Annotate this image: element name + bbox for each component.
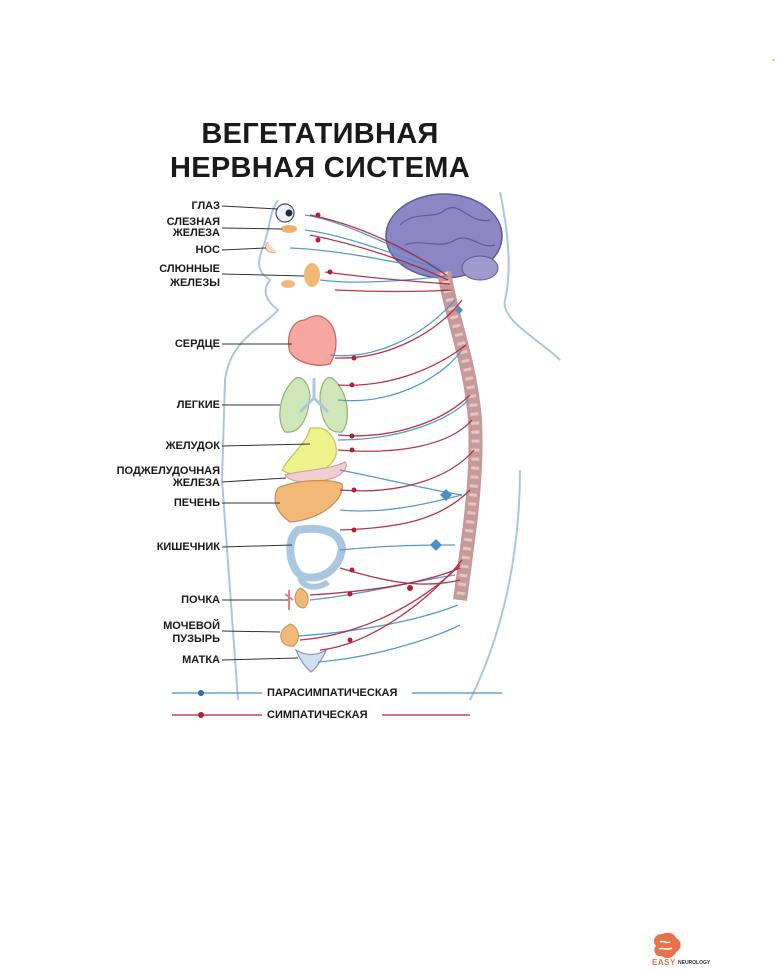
bladder-organ (280, 623, 299, 647)
label-nose: НОС (195, 244, 220, 256)
legend-parasympathetic-line (172, 690, 502, 696)
logo-text-neurology: NEUROLOGY (678, 960, 711, 966)
label-intestine: КИШЕЧНИК (156, 541, 220, 553)
label-uterus: МАТКА (182, 654, 220, 666)
label-salivary-1: СЛЮННЫЕ (159, 263, 220, 275)
label-leaders (221, 205, 311, 661)
label-heart: СЕРДЦЕ (174, 338, 220, 350)
ganglion-nodes (430, 306, 463, 551)
heart-organ (287, 315, 337, 366)
label-bladder-1: МОЧЕВОЙ (163, 620, 220, 632)
lungs-organ (279, 377, 349, 433)
logo-text-easy: EASY (652, 958, 676, 967)
body-outline (220, 191, 561, 701)
easy-neurology-logo-icon (654, 932, 681, 959)
label-pancreas-1: ПОДЖЕЛУДОЧНАЯ (116, 465, 220, 477)
lacrimal-organ (281, 225, 297, 233)
label-lacrimal-1: СЛЕЗНАЯ (166, 216, 220, 228)
label-pancreas-2: ЖЕЛЕЗА (172, 477, 220, 489)
legend-sympathetic-line (172, 712, 470, 718)
sympathetic-junctions (315, 212, 413, 643)
label-salivary-2: ЖЕЛЕЗЫ (170, 277, 220, 289)
salivary-organ (281, 263, 320, 288)
legend-sympathetic-label: СИМПАТИЧЕСКАЯ (267, 709, 368, 721)
kidney-organ (284, 587, 309, 610)
sympathetic-nerves (299, 214, 475, 651)
label-kidney: ПОЧКА (181, 594, 220, 606)
label-lacrimal-2: ЖЕЛЕЗА (172, 227, 220, 239)
label-lungs: ЛЕГКИЕ (176, 399, 220, 411)
spinal-cord (437, 270, 483, 601)
legend-parasympathetic-label: ПАРАСИМПАТИЧЕСКАЯ (267, 687, 398, 699)
eye-organ (275, 203, 295, 223)
intestine-organ (286, 524, 347, 582)
liver-organ (274, 479, 343, 523)
label-eye: ГЛАЗ (191, 200, 220, 212)
diagram-title-line1: ВЕГЕТАТИВНАЯ (201, 118, 439, 150)
label-bladder-2: ПУЗЫРЬ (172, 633, 220, 645)
brain (385, 193, 503, 281)
diagram-title-line2: НЕРВНАЯ СИСТЕМА (169, 152, 471, 184)
label-stomach: ЖЕЛУДОК (165, 440, 220, 452)
uterus-organ (294, 648, 328, 673)
label-liver: ПЕЧЕНЬ (173, 497, 220, 509)
nose-organ (265, 241, 277, 253)
